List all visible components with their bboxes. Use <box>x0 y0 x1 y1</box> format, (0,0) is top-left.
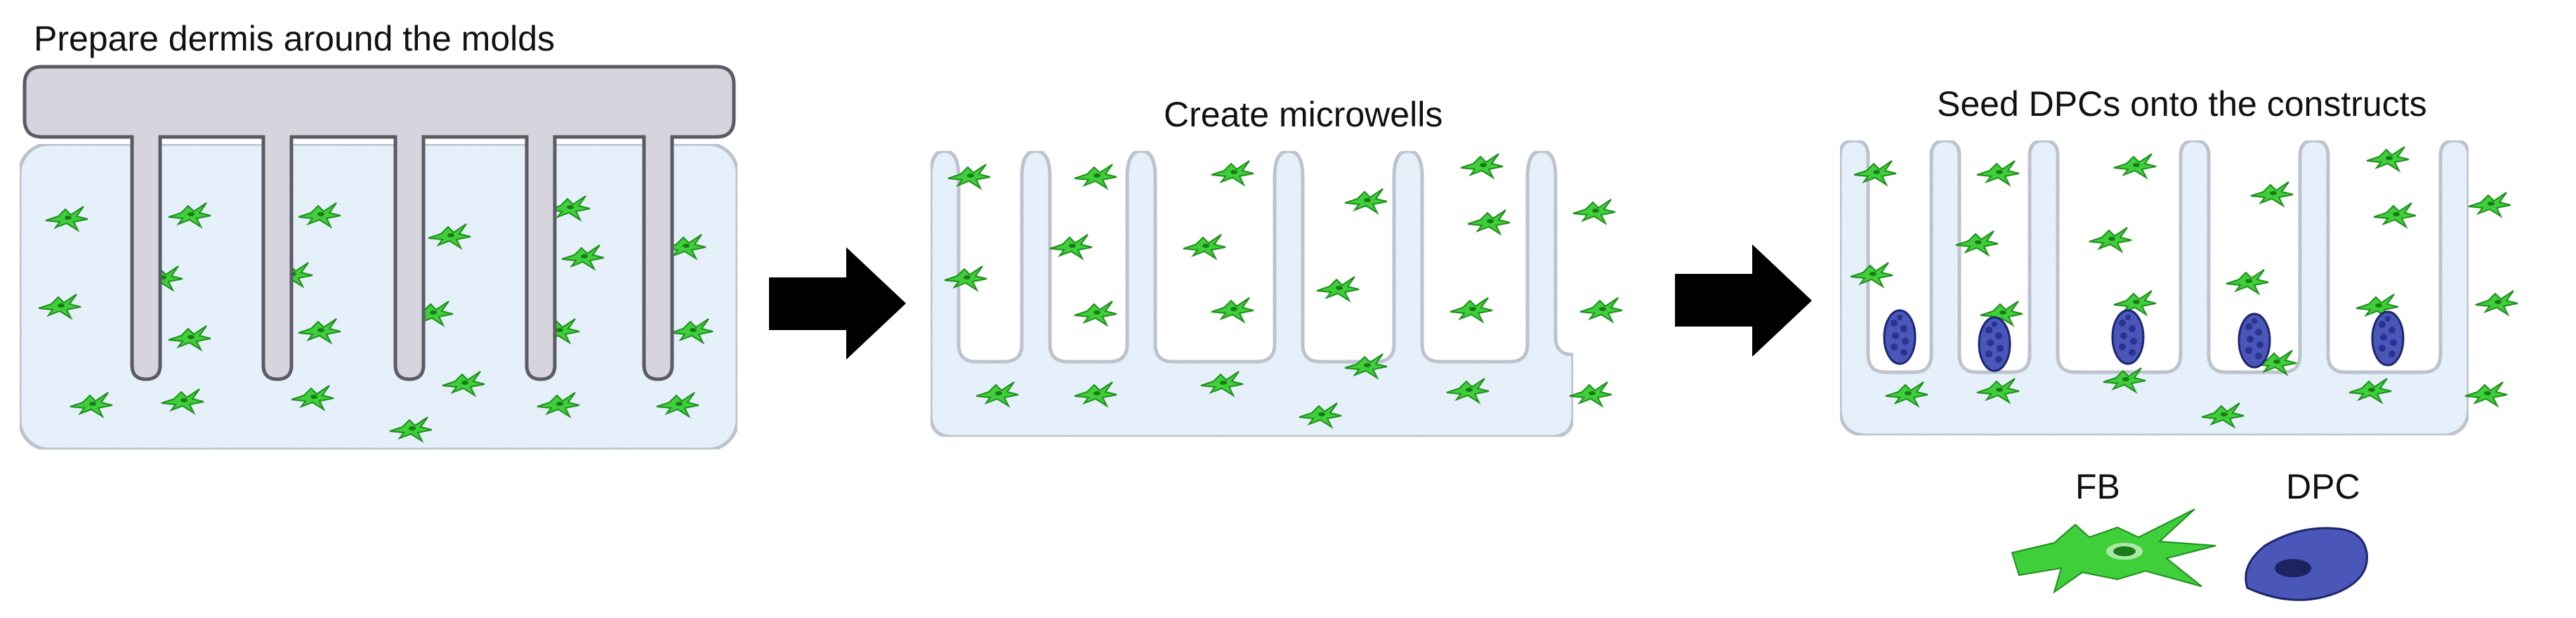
fibroblast-cell-icon <box>2011 508 2216 594</box>
step-3: Seed DPCs onto the constructs <box>1838 84 2518 438</box>
step-2-title: Create microwells <box>1164 95 1443 134</box>
fb-legend-label: FB <box>2075 467 2120 506</box>
mold-comb <box>22 65 736 381</box>
step-2: Create microwells <box>928 95 1623 439</box>
dpc-legend-label: DPC <box>2286 467 2360 506</box>
dermis-block-1 <box>18 142 740 452</box>
dermis-block-3 <box>1838 138 2471 438</box>
dermis-block-2 <box>928 149 1575 439</box>
legend: FB DPC <box>2011 467 2368 601</box>
right-arrow-icon <box>1675 244 1812 357</box>
right-arrow-icon <box>769 247 906 360</box>
step-1: Prepare dermis around the molds <box>18 19 740 452</box>
dermal-papilla-cell-icon <box>2245 527 2368 601</box>
step-1-title: Prepare dermis around the molds <box>34 19 555 58</box>
step-3-title: Seed DPCs onto the constructs <box>1937 84 2427 124</box>
